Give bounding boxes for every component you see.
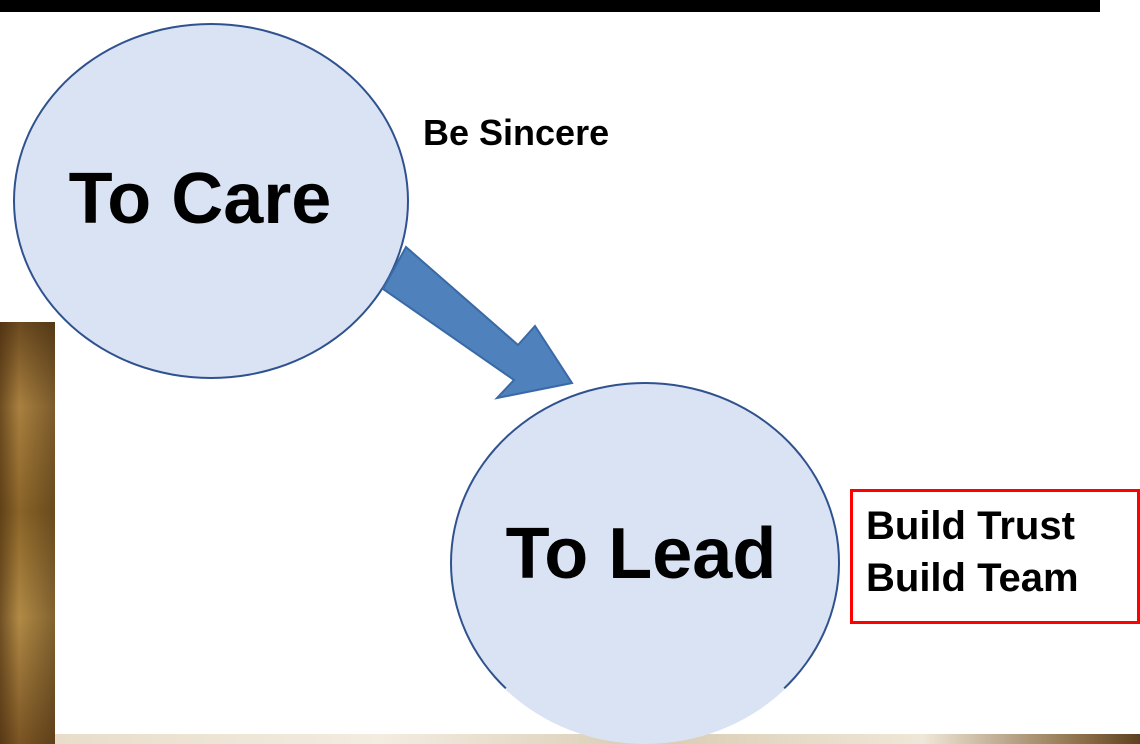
annotation-build-trust: Build Trust: [866, 504, 1075, 548]
node-to-care-label: To Care: [68, 159, 332, 239]
background-photo-bottom: [55, 734, 1140, 744]
top-rule: [0, 0, 1100, 12]
background-photo-left: [0, 322, 55, 744]
node-to-lead: To Lead: [450, 382, 840, 744]
arrow-care-to-lead-shape: [381, 245, 574, 400]
annotation-be-sincere: Be Sincere: [423, 112, 610, 153]
node-to-lead-label: To Lead: [505, 514, 777, 594]
annotation-box-to-lead: Build Trust Build Team: [850, 489, 1140, 624]
annotation-build-team: Build Team: [866, 556, 1079, 600]
node-to-care: To Care: [13, 23, 409, 379]
